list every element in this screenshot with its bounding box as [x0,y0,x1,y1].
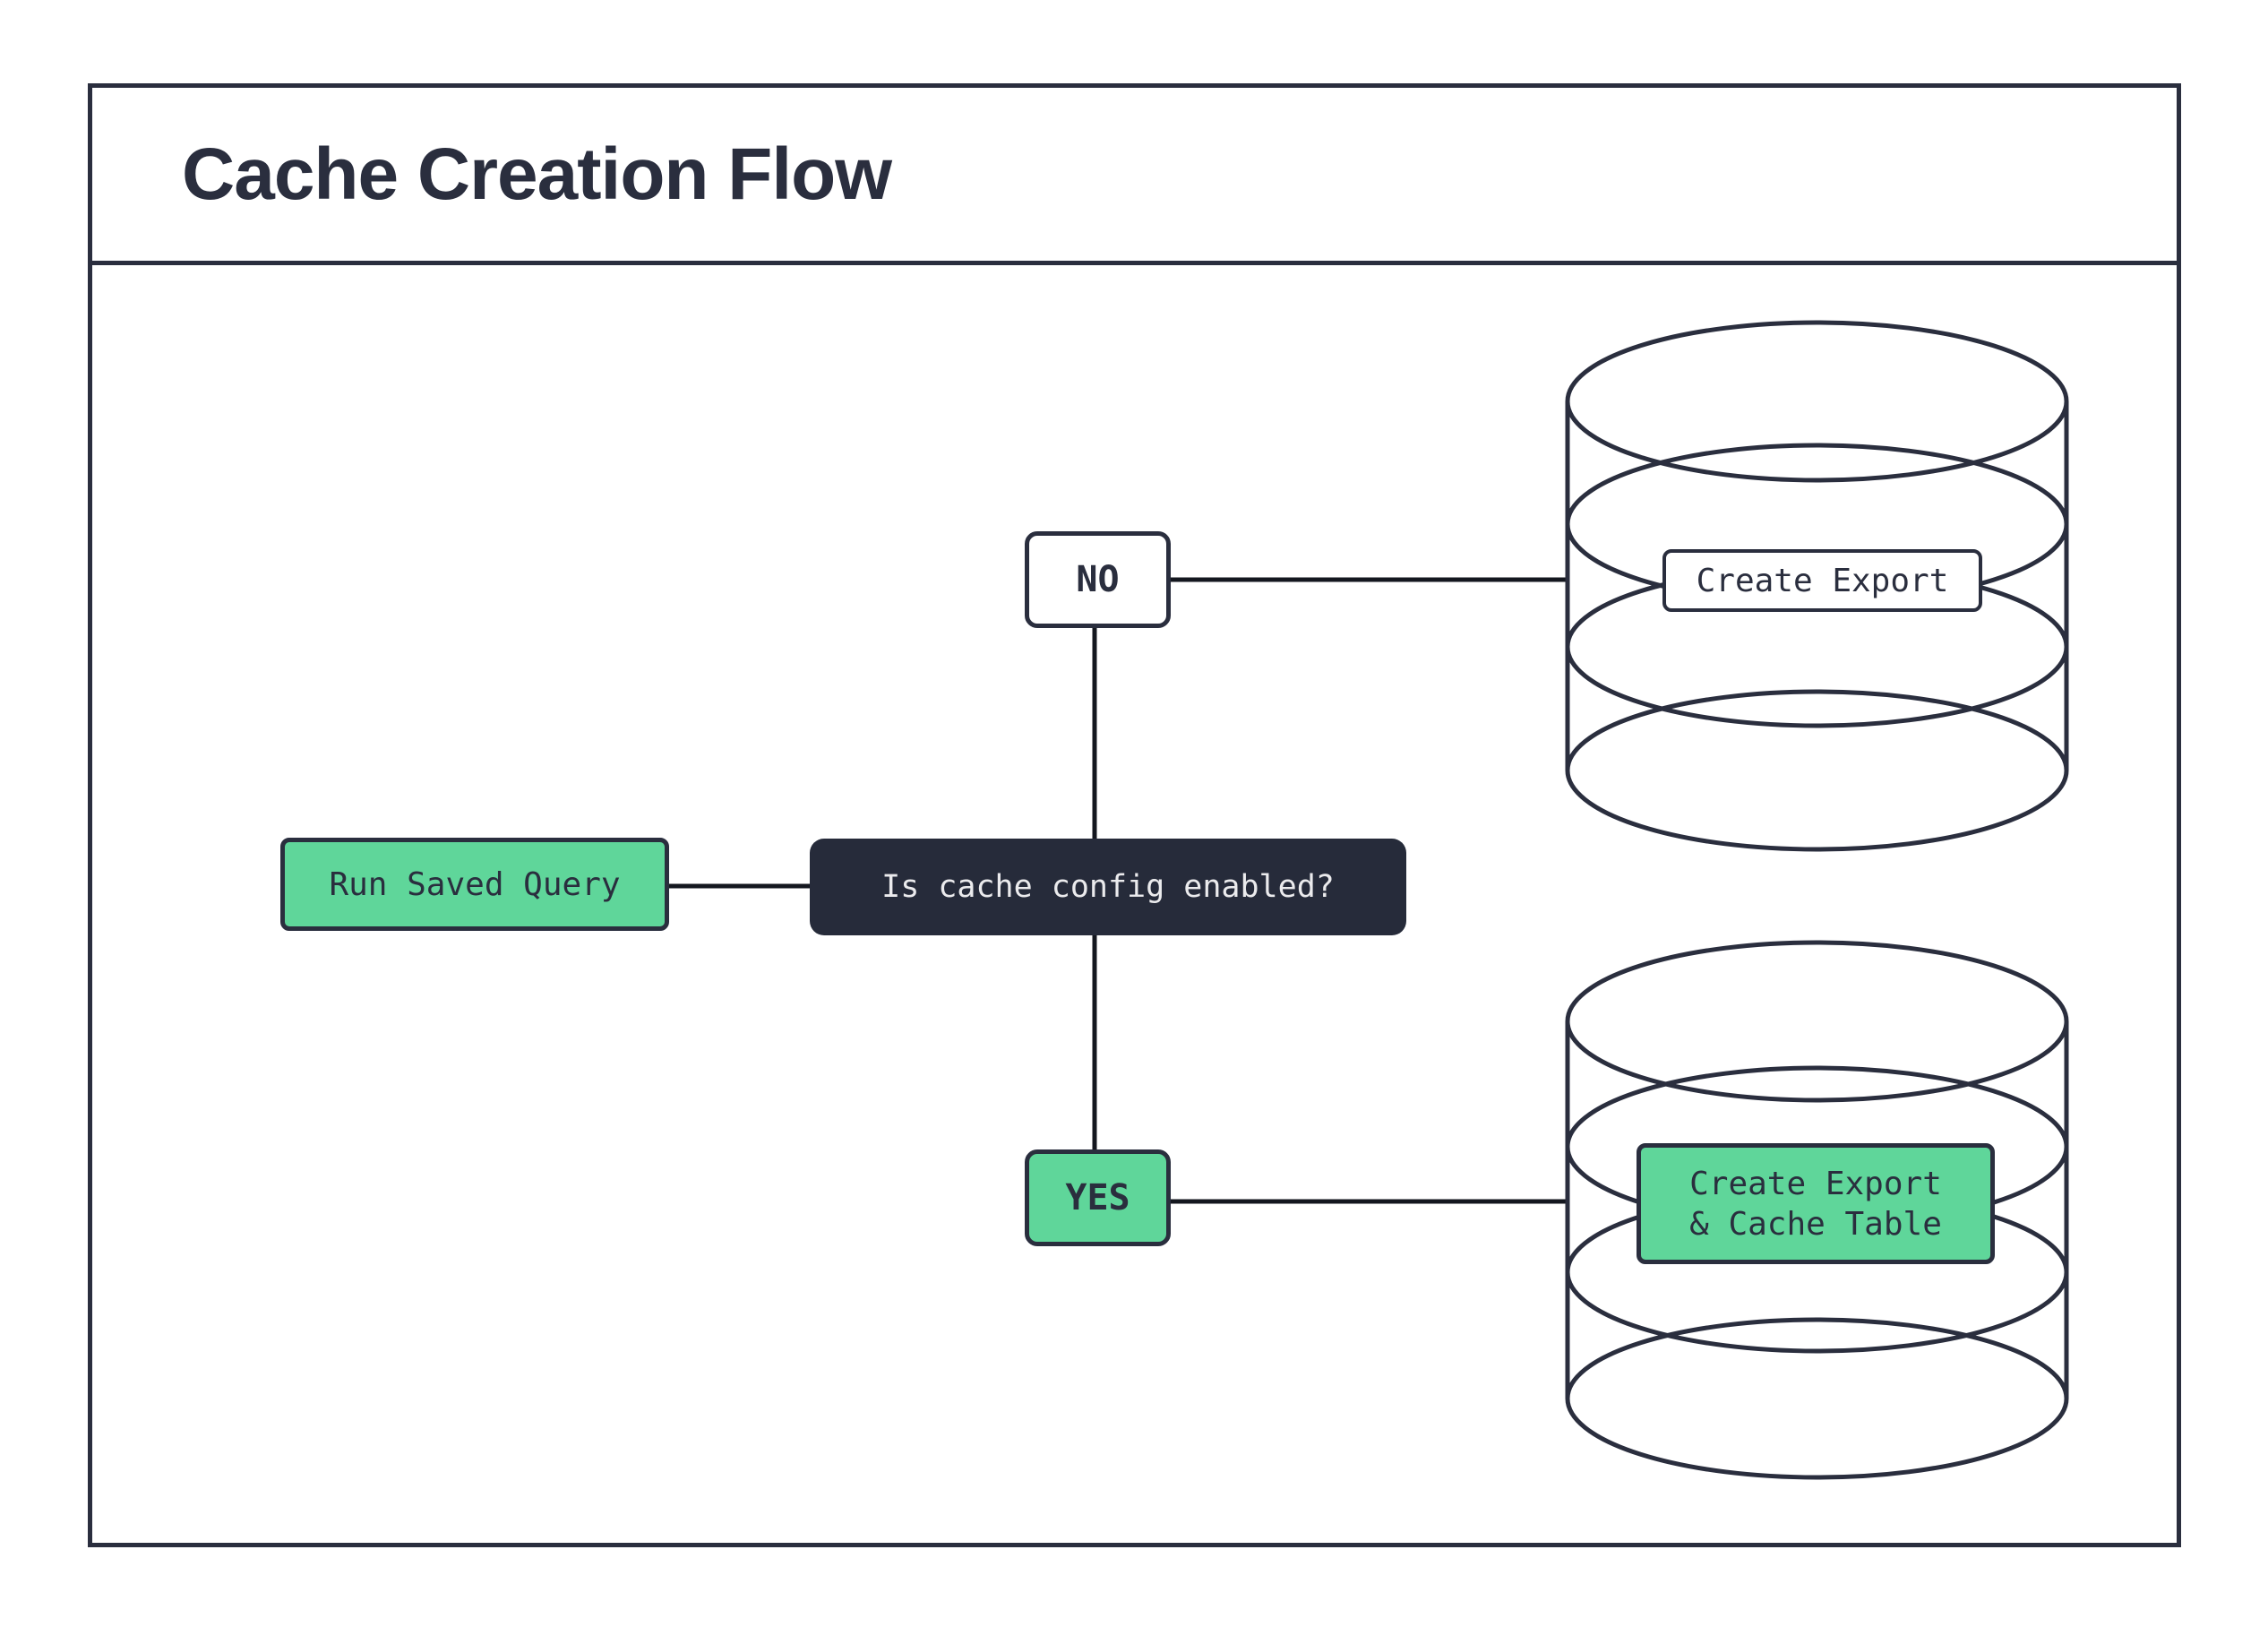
db-label-cache-line2: & Cache Table [1689,1205,1942,1243]
flow-node-run-saved-query-label: Run Saved Query [329,865,621,903]
page-title: Cache Creation Flow [182,133,892,215]
flow-node-run-saved-query: Run Saved Query [280,838,669,931]
flow-node-no: NO [1025,531,1171,628]
db-label-create-export-cache-table: Create Export & Cache Table [1637,1143,1995,1264]
flow-node-yes-label: YES [1065,1177,1130,1218]
diagram-header: Cache Creation Flow [92,88,2177,265]
db-label-create-export-text: Create Export [1696,562,1949,599]
db-label-cache-line1: Create Export [1689,1165,1942,1202]
flow-node-decision-label: Is cache config enabled? [881,869,1335,905]
flow-node-decision: Is cache config enabled? [810,839,1406,935]
diagram-frame: Cache Creation Flow [88,83,2181,1547]
db-label-create-export: Create Export [1662,549,1982,612]
flow-node-yes: YES [1025,1149,1171,1246]
flow-node-no-label: NO [1076,559,1120,600]
